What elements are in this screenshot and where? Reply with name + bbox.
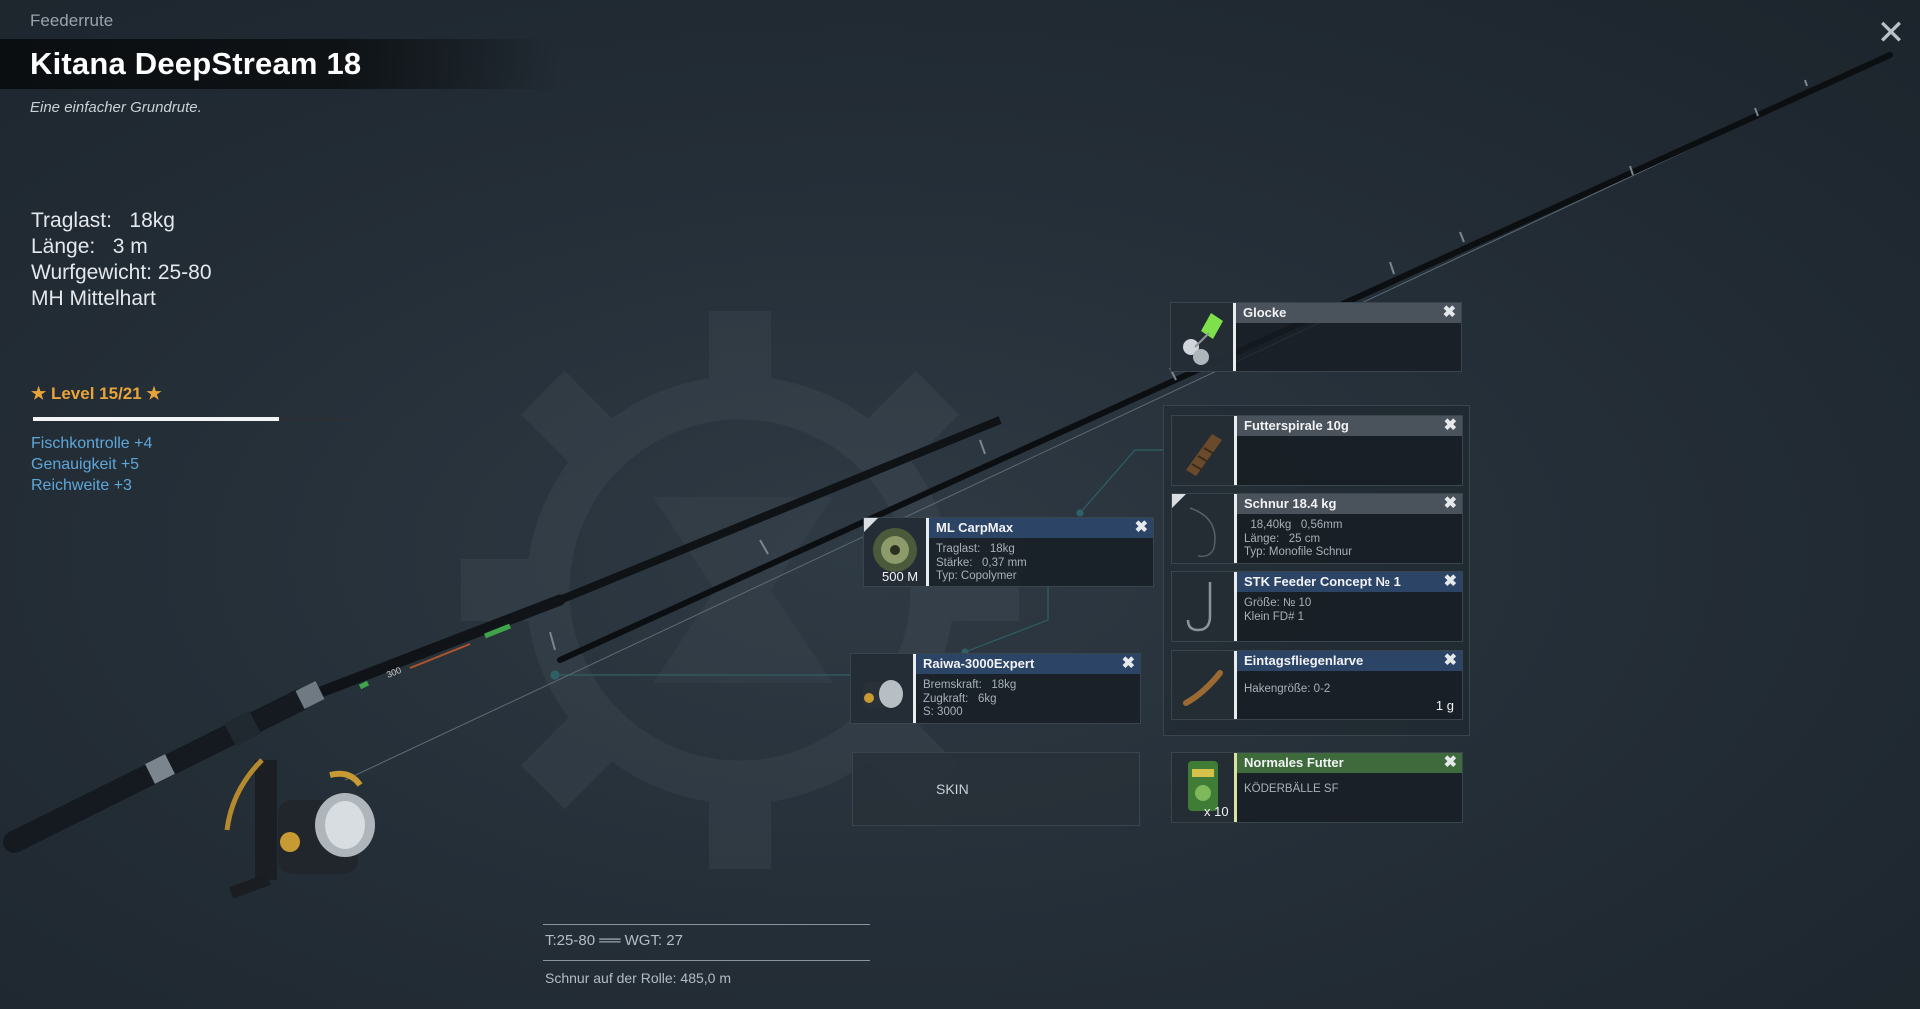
slot-name: Schnur 18.4 kg (1244, 496, 1337, 511)
close-button[interactable]: ✕ (1876, 14, 1906, 52)
reel-illustration (224, 758, 375, 899)
divider (543, 924, 870, 925)
groundbait-bag-icon (1172, 753, 1234, 822)
remove-hauptschnur-button[interactable]: ✖ (1134, 519, 1148, 536)
slot-futterspirale[interactable]: Futterspirale 10g ✖ (1171, 415, 1463, 486)
remove-glocke-button[interactable]: ✖ (1442, 304, 1456, 321)
level-label: ★ Level 15/21 ★ (31, 384, 162, 403)
bonus-reichweite: Reichweite +3 (31, 477, 132, 494)
bell-icon (1171, 303, 1233, 371)
slot-header (1237, 651, 1462, 671)
title-bar (0, 39, 560, 89)
stat-wurfgewicht: Wurfgewicht: 25-80 (31, 261, 212, 284)
slot-haken[interactable]: STK Feeder Concept № 1 ✖ Größe: № 10 Kle… (1171, 571, 1463, 642)
line-on-reel: Schnur auf der Rolle: 485,0 m (545, 970, 731, 986)
slot-koeder[interactable]: Eintagsfliegenlarve ✖ Hakengröße: 0-2 1 … (1171, 650, 1463, 720)
rod-description: Eine einfacher Grundrute. (30, 99, 202, 116)
skin-button-label: SKIN (936, 781, 969, 797)
feeder-cage-icon (1172, 416, 1234, 485)
remove-haken-button[interactable]: ✖ (1443, 573, 1457, 590)
rod-category: Feederrute (30, 11, 114, 30)
slot-header (1237, 416, 1462, 436)
slot-name: Normales Futter (1244, 755, 1344, 770)
stat-aktion: MH Mittelhart (31, 287, 156, 310)
slot-info: Größe: № 10 Klein FD# 1 (1244, 597, 1312, 623)
slot-info: Bremskraft: 18kg Zugkraft: 6kg S: 3000 (923, 679, 1017, 718)
slot-futter[interactable]: Normales Futter ✖ KÖDERBÄLLE SF x 10 (1171, 752, 1463, 823)
level-progress-fill (33, 417, 280, 421)
slot-info: Hakengröße: 0-2 (1244, 683, 1331, 695)
slot-header (929, 518, 1153, 538)
groundbait-quantity: x 10 (1204, 804, 1229, 819)
hook-icon (1172, 572, 1234, 641)
divider (543, 960, 870, 961)
slot-rolle[interactable]: Raiwa-3000Expert ✖ Bremskraft: 18kg Zugk… (850, 653, 1141, 724)
remove-futter-button[interactable]: ✖ (1443, 754, 1457, 771)
bonus-genauigkeit: Genauigkeit +5 (31, 456, 140, 473)
larva-bait-icon (1172, 651, 1234, 719)
slot-header (1237, 494, 1462, 514)
slot-info: Traglast: 18kg Stärke: 0,37 mm Typ: Copo… (936, 543, 1027, 582)
bonus-fischkontrolle: Fischkontrolle +4 (31, 435, 153, 452)
rod-bonuses: Fischkontrolle +4 Genauigkeit +5 Reichwe… (31, 433, 152, 496)
slot-name: Raiwa-3000Expert (923, 656, 1035, 671)
remove-koeder-button[interactable]: ✖ (1443, 652, 1457, 669)
leader-line-icon (1172, 494, 1234, 563)
stat-traglast: Traglast: 18kg (31, 209, 175, 232)
tackle-weight: T:25-80 ══ WGT: 27 (545, 932, 683, 949)
remove-futterspirale-button[interactable]: ✖ (1443, 417, 1457, 434)
slot-header (1237, 753, 1462, 773)
slot-header (1237, 572, 1462, 592)
skin-button[interactable]: SKIN (852, 752, 1140, 826)
rod-stats: Traglast: 18kg Länge: 3 m Wurfgewicht: 2… (31, 208, 212, 312)
slot-header (916, 654, 1140, 674)
slot-schnur[interactable]: Schnur 18.4 kg ✖ 18,40kg 0,56mm Länge: 2… (1171, 493, 1463, 564)
slot-name: STK Feeder Concept № 1 (1244, 574, 1401, 589)
slot-info: KÖDERBÄLLE SF (1244, 783, 1339, 795)
slot-name: Eintagsfliegenlarve (1244, 653, 1364, 668)
slot-name: Glocke (1243, 305, 1287, 320)
remove-rolle-button[interactable]: ✖ (1121, 655, 1135, 672)
slot-glocke[interactable]: Glocke ✖ (1170, 302, 1462, 372)
slot-info: 18,40kg 0,56mm Länge: 25 cm Typ: Monofil… (1244, 519, 1353, 558)
slot-hauptschnur[interactable]: ML CarpMax ✖ Traglast: 18kg Stärke: 0,37… (863, 517, 1154, 587)
remove-schnur-button[interactable]: ✖ (1443, 495, 1457, 512)
slot-name: ML CarpMax (936, 520, 1014, 535)
slot-header (1236, 303, 1461, 323)
bait-quantity: 1 g (1435, 698, 1454, 713)
line-length: 500 M (882, 569, 919, 584)
stat-laenge: Länge: 3 m (31, 235, 148, 258)
rod-title: Kitana DeepStream 18 (30, 46, 362, 81)
slot-name: Futterspirale 10g (1244, 418, 1349, 433)
reel-icon (851, 654, 913, 723)
